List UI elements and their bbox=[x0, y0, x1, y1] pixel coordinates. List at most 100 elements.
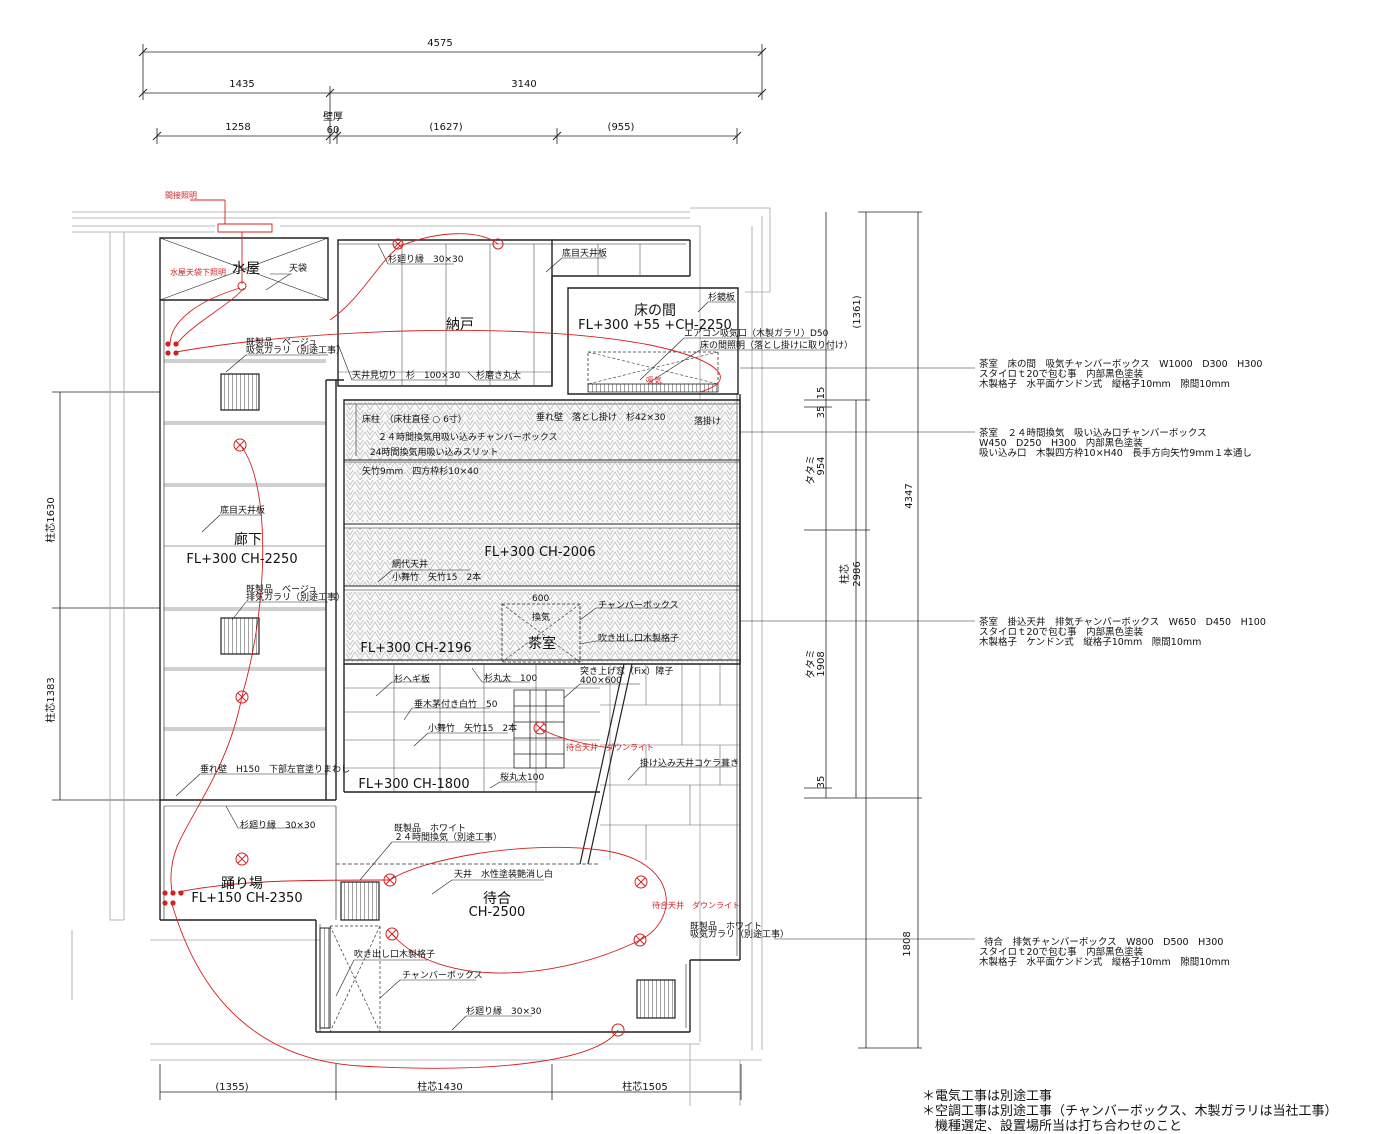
note-tenjo-paint: 天井 水性塗装艶消し白 bbox=[454, 868, 553, 880]
dim-bottom-1: (1355) bbox=[215, 1082, 248, 1093]
room-mizuya: 水屋 bbox=[232, 261, 260, 277]
red-machiai-down: 待合天井 ダウンライト bbox=[652, 900, 740, 910]
dim-right-tatami2-value: 1908 bbox=[816, 651, 827, 676]
dim-wall-value: 60 bbox=[327, 125, 340, 136]
dim-left-lower: 柱芯1383 bbox=[44, 677, 57, 722]
note-hanaotoshi: 落掛け bbox=[694, 415, 721, 427]
room-roka-level: FL+300 CH-2250 bbox=[186, 552, 297, 567]
note-chamber: チャンバーボックス bbox=[402, 970, 483, 981]
dim-right-1808: 1808 bbox=[902, 931, 913, 956]
note-aircon: エアコン吸気口（木製ガラリ）D50 bbox=[684, 327, 829, 339]
dim-bottom-3: 柱芯1505 bbox=[622, 1080, 667, 1093]
note-sugimawari3: 杉廻り縁 30×30 bbox=[466, 1005, 542, 1017]
grille-machiai-right bbox=[637, 980, 675, 1018]
note-kiseihin2b: 排気ガラリ（別途工事） bbox=[246, 591, 345, 603]
spec-3-line3: 木製格子 ケンドン式 縦格子10mm 隙間10mm bbox=[979, 636, 1201, 648]
dim-right-tatami1-value: 954 bbox=[816, 456, 827, 475]
dim-top-right: 3140 bbox=[511, 79, 536, 90]
machiai-details bbox=[164, 806, 600, 1032]
spec-2-line3: 吸い込み口 木製四方枠10×H40 長手方向矢竹9mm１本通し bbox=[979, 447, 1252, 459]
room-roka: 廊下 bbox=[234, 531, 262, 548]
footer-note-1: ＊電気工事は別途工事 bbox=[922, 1088, 1052, 1104]
red-cha-down: 待合天井 ダウンライト bbox=[566, 742, 654, 752]
dim-sub-3: (955) bbox=[608, 122, 635, 133]
left-dimensions bbox=[52, 392, 160, 800]
note-kaya: 垂木茅付き白竹 50 bbox=[414, 698, 498, 710]
spec-3-line2: スタイロｔ20で包む事 内部黒色塗装 bbox=[979, 626, 1144, 638]
dim-right-tatami2-label: タタミ bbox=[805, 649, 817, 679]
grille-machiai-left bbox=[341, 882, 379, 920]
note-tokoshomei: 床の間照明（落とし掛けに取り付け） bbox=[700, 339, 853, 351]
roka-ceiling-panels bbox=[164, 360, 326, 730]
note-tarekabe: 垂れ壁 H150 下部左官塗りまわし bbox=[200, 763, 350, 775]
electrical-wiring bbox=[170, 200, 720, 1068]
spec-2-line1: 茶室 ２４時間換気 吸い込み口チャンバーボックス bbox=[979, 427, 1207, 439]
note-sugimawari2: 杉廻り縁 30×30 bbox=[240, 819, 316, 831]
note-amishiro: 網代天井 bbox=[392, 558, 428, 570]
spec-1-line2: スタイロｔ20で包む事 内部黒色塗装 bbox=[979, 368, 1144, 380]
right-dimensions bbox=[804, 212, 922, 1048]
red-kaki: 吸気 bbox=[646, 375, 662, 385]
dim-sub-2: (1627) bbox=[429, 122, 462, 133]
room-tokonoma-level: FL+300 +55 +CH-2250 bbox=[578, 318, 732, 333]
dim-left-upper: 柱芯1630 bbox=[44, 497, 57, 542]
dim-right-35a: 35 bbox=[816, 406, 827, 419]
room-nando: 納戸 bbox=[446, 317, 474, 333]
note-kiseihin4b: 吸気ガラリ（別途工事） bbox=[690, 928, 789, 940]
spec-3-line1: 茶室 掛込天井 排気チャンバーボックス W650 D450 H100 bbox=[979, 616, 1266, 628]
note-sugimigaki: 杉磨き丸太 bbox=[476, 369, 521, 381]
slot-machiai bbox=[320, 928, 330, 1028]
note-kiseihin1b: 吸気ガラリ（別途工事） bbox=[246, 344, 345, 356]
room-machiai: 待合 bbox=[483, 891, 511, 907]
dim-sub-1: 1258 bbox=[225, 122, 250, 133]
note-suginegi: 杉へギ板 bbox=[394, 673, 430, 685]
dim-right-tatami1-label: タタミ bbox=[805, 455, 817, 485]
note-fukidashi-cha: 吹き出し口木製格子 bbox=[598, 632, 679, 644]
dim-wall-label: 壁厚 bbox=[323, 110, 343, 123]
note-komai1: 小舞竹 矢竹15 2本 bbox=[392, 571, 481, 583]
dim-right-total: 4347 bbox=[904, 483, 915, 508]
note-small-kanki: 換気 bbox=[532, 611, 550, 623]
note-kiseihin1a: 既製品 ベージュ bbox=[246, 336, 317, 348]
room-odoriba-level: FL+150 CH-2350 bbox=[191, 891, 302, 906]
top-dimensions bbox=[143, 44, 762, 144]
footer-note-3: 機種選定、設置場所当は打ち合わせのこと bbox=[922, 1118, 1182, 1134]
note-tenbukuro: 天袋 bbox=[289, 262, 307, 274]
note-kyuki-slit: 24時間換気用吸い込みスリット bbox=[370, 446, 498, 458]
note-fukidashi: 吹き出し口木製格子 bbox=[354, 948, 435, 960]
dim-bottom-2: 柱芯1430 bbox=[417, 1080, 462, 1093]
note-kiseihin2a: 既製品 ベージュ bbox=[246, 583, 317, 595]
note-kiseihin3b: ２４時間換気（別途工事） bbox=[394, 831, 502, 843]
note-sokome1: 底目天井板 bbox=[562, 247, 607, 259]
spec-2-line2: W450 D250 H300 内部黒色塗装 bbox=[979, 437, 1143, 449]
chashitsu-hatch bbox=[346, 402, 738, 662]
dim-right-35b: 35 bbox=[816, 776, 827, 789]
room-odoriba: 踊り場 bbox=[221, 876, 263, 892]
room-cha-level3: FL+300 CH-1800 bbox=[358, 777, 469, 792]
red-mizuya-light: 水屋天袋下照明 bbox=[170, 267, 226, 277]
chashitsu-chamber-box bbox=[502, 604, 580, 662]
spec-4-line3: 木製格子 水平面ケンドン式 縦格子10mm 隙間10mm bbox=[979, 956, 1230, 968]
note-kyuki: ２４時間換気用吸い込みチャンバーボックス bbox=[378, 431, 558, 443]
spec-notes: 茶室 床の間 吸気チャンバーボックス W1000 D300 H300 スタイロｔ… bbox=[979, 358, 1266, 968]
room-cha-level1: FL+300 CH-2006 bbox=[484, 545, 595, 560]
room-chashitsu: 茶室 bbox=[528, 635, 556, 652]
outer-walls bbox=[72, 208, 770, 1106]
note-kiseihin3a: 既製品 ホワイト bbox=[394, 822, 466, 834]
spec-4-line1: 待合 排気チャンバーボックス W800 D500 H300 bbox=[984, 936, 1223, 948]
grille-roka-lower bbox=[221, 618, 259, 654]
note-tsukiage-size: 400×600 bbox=[580, 676, 622, 686]
note-komai2: 小舞竹 矢竹15 2本 bbox=[428, 722, 517, 734]
footer-note-2: ＊空調工事は別途工事（チャンバーボックス、木製ガラリは当社工事） bbox=[922, 1103, 1337, 1119]
note-tarekabe-cha: 垂れ壁 落とし掛け 杉42×30 bbox=[536, 411, 666, 423]
note-600: 600 bbox=[532, 594, 549, 604]
room-cha-level2: FL+300 CH-2196 bbox=[360, 641, 471, 656]
dim-right-15: 15 bbox=[816, 387, 827, 400]
nando-ceiling-boards bbox=[338, 244, 640, 386]
red-kansetsu: 間接照明 bbox=[165, 190, 197, 200]
grille-roka-upper bbox=[221, 374, 259, 410]
bottom-dimensions bbox=[160, 1064, 741, 1100]
note-chamber-cha: チャンバーボックス bbox=[598, 600, 679, 611]
note-tenjomikiri: 天井見切り 杉 100×30 bbox=[352, 369, 460, 381]
